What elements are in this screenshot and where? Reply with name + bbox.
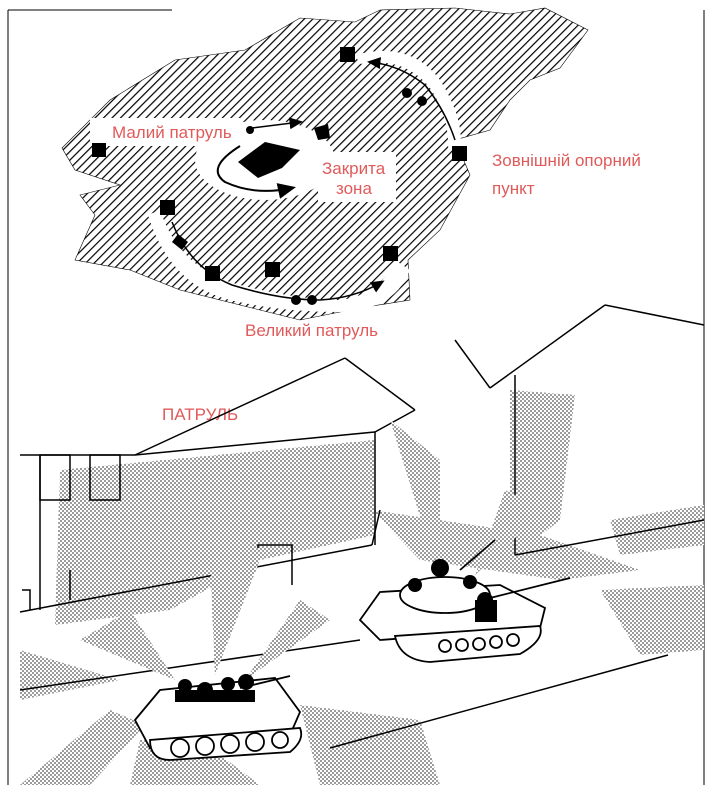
ground-shadows <box>20 390 704 785</box>
label-small-patrol: Малий патруль <box>112 123 232 142</box>
outer-post-square <box>265 262 280 277</box>
label-outer-post-1: Зовнішній опорний <box>492 151 641 170</box>
label-large-patrol: Великий патруль <box>245 321 378 340</box>
label-closed-zone-1: Закрита <box>322 159 386 178</box>
outer-post-square <box>452 146 467 161</box>
outer-post-square <box>383 246 398 261</box>
outer-post-square <box>160 200 175 215</box>
apc-vehicle <box>135 674 301 760</box>
small-patrol-unit <box>246 126 254 134</box>
label-patrol-title: ПАТРУЛЬ <box>162 405 238 424</box>
outer-post-square <box>92 143 106 157</box>
label-closed-zone-2: зона <box>336 179 372 198</box>
outer-post-square <box>340 47 355 62</box>
label-outer-post-2: пункт <box>492 179 535 198</box>
